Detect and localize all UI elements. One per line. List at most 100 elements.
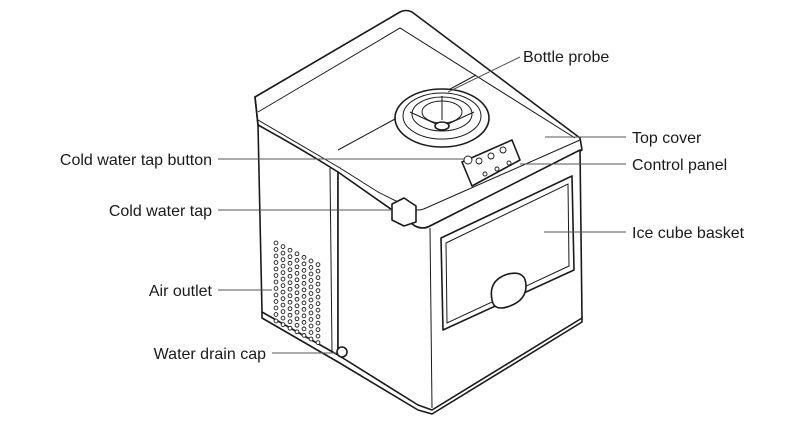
vent-hole [294, 322, 300, 328]
vent-hole [280, 270, 286, 275]
vent-hole [287, 254, 293, 260]
probe-ring-2 [402, 92, 482, 140]
vent-hole [287, 280, 293, 286]
vent-hole [273, 299, 279, 304]
vent-hole [294, 309, 300, 315]
vent-hole [315, 333, 321, 339]
vent-hole [294, 264, 300, 270]
leader-lines [218, 56, 626, 354]
cold-water-tap-button-shape [463, 155, 473, 165]
vent-hole [301, 274, 307, 280]
vent-hole [301, 320, 307, 325]
top-cover-rear-seam [257, 27, 576, 139]
vent-hole [273, 279, 279, 285]
water-drain-cap-shape [336, 346, 348, 358]
vent-hole [301, 313, 307, 319]
vent-hole [315, 314, 321, 319]
vent-hole [294, 316, 300, 322]
vent-hole [287, 286, 293, 292]
vent-hole [301, 333, 307, 338]
vent-hole [301, 307, 307, 312]
vent-hole [301, 261, 307, 267]
vent-hole [294, 270, 300, 276]
vent-hole [294, 329, 300, 335]
vent-hole [315, 320, 321, 326]
vent-hole [280, 276, 286, 282]
vent-hole [315, 281, 321, 287]
ice-basket-handle [490, 272, 527, 309]
vent-hole [315, 307, 321, 313]
control-button-1 [475, 157, 483, 165]
vent-hole [273, 312, 279, 317]
air-outlet-vents [273, 240, 321, 345]
vent-hole [308, 317, 314, 322]
label-air-outlet: Air outlet [149, 283, 213, 300]
vent-hole [294, 290, 300, 296]
vent-hole [301, 294, 307, 299]
vent-hole [273, 247, 279, 252]
indicator-1 [482, 171, 488, 177]
indicator-3 [506, 160, 512, 166]
left-side-recess [329, 167, 333, 353]
vent-hole [301, 281, 307, 286]
vent-hole [294, 303, 300, 309]
vent-hole [280, 244, 286, 249]
vent-hole [308, 258, 314, 264]
vent-hole [294, 283, 300, 289]
vent-hole [308, 323, 314, 329]
vent-hole [315, 301, 321, 306]
ice-basket-window [440, 175, 575, 331]
vent-hole [308, 310, 314, 316]
vent-hole [273, 318, 279, 324]
vent-hole [308, 330, 314, 335]
vent-hole [287, 306, 293, 312]
vent-hole [315, 288, 321, 293]
vent-hole [273, 305, 279, 311]
vent-hole [301, 268, 307, 273]
vent-hole [294, 277, 300, 283]
vent-hole [287, 293, 293, 299]
vent-hole [287, 247, 293, 253]
vent-hole [273, 240, 279, 246]
vent-hole [294, 251, 300, 257]
label-water-drain-cap: Water drain cap [154, 346, 266, 363]
vent-hole [280, 257, 286, 262]
vent-hole [280, 289, 286, 295]
vent-hole [301, 255, 307, 260]
probe-center [434, 121, 450, 131]
label-cold-water-tap-button: Cold water tap button [60, 152, 212, 169]
vent-hole [287, 267, 293, 273]
vent-hole [308, 278, 314, 283]
vent-hole [308, 271, 314, 277]
bottle-probe-assembly [394, 88, 490, 148]
vent-hole [308, 265, 314, 270]
vent-hole [280, 315, 286, 321]
vent-hole [287, 312, 293, 318]
vent-hole [280, 263, 286, 269]
vent-hole [287, 299, 293, 305]
ice-maker-body [254, 9, 583, 415]
vent-hole [287, 260, 293, 266]
vent-hole [315, 275, 321, 280]
vent-hole [315, 294, 321, 300]
vent-hole [287, 273, 293, 279]
base-edge [261, 311, 583, 415]
vent-hole [280, 309, 286, 314]
control-button-3 [499, 146, 507, 154]
leader-bottle-probe [447, 56, 521, 93]
vent-hole [280, 296, 286, 301]
cold-water-tap-shape [391, 197, 417, 227]
vent-hole [294, 257, 300, 263]
vent-hole [301, 287, 307, 293]
control-button-2 [487, 152, 495, 160]
label-control-panel: Control panel [632, 157, 727, 174]
label-cold-water-tap: Cold water tap [109, 203, 212, 220]
vent-hole [294, 296, 300, 302]
vent-hole [308, 291, 314, 296]
vent-hole [273, 266, 279, 272]
vent-hole [273, 260, 279, 265]
label-top-cover: Top cover [632, 130, 702, 147]
vent-hole [280, 302, 286, 308]
